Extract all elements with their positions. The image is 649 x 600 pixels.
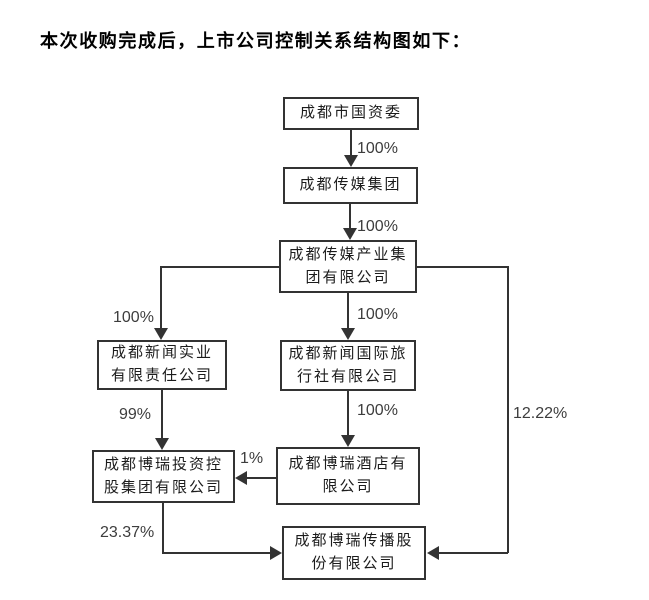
edge-line-guoziwei-to-jituan <box>350 130 352 157</box>
edge-line-shiye-to-touzi <box>161 390 163 438</box>
arrow-down-icon <box>341 328 355 340</box>
edge-line-rail-to-chuanbo <box>439 552 508 554</box>
edge-line-chanye-to-shiye <box>160 266 162 330</box>
page-title: 本次收购完成后，上市公司控制关系结构图如下： <box>40 31 472 51</box>
org-node-label: 股集团有限公司 <box>103 479 223 496</box>
org-node-label: 行社有限公司 <box>296 368 399 385</box>
org-node-label: 成都博瑞酒店有 <box>288 456 408 472</box>
arrow-down-icon <box>343 228 357 240</box>
arrow-down-icon <box>154 328 168 340</box>
arrow-left-icon <box>235 471 247 485</box>
arrow-down-icon <box>344 155 358 167</box>
org-node-label: 有限责任公司 <box>110 368 213 384</box>
org-node-borui-chuanbo: 成都博瑞传播股 份有限公司 <box>282 526 426 580</box>
org-node-label: 成都传媒产业集 <box>288 246 408 263</box>
edge-percent-label: 1% <box>240 450 264 467</box>
edge-line-touzi-to-chuanbo <box>162 552 270 554</box>
edge-percent-label: 100% <box>357 218 398 235</box>
edge-percent-label: 23.37% <box>100 524 155 541</box>
edge-line-chanye-right-exit <box>417 266 508 268</box>
edge-line-chanye-to-lvxingshe <box>347 293 349 330</box>
org-node-chengdu-chuanmei-jituan: 成都传媒集团 <box>283 167 418 204</box>
org-node-chuanmei-chanye-jituan: 成都传媒产业集 团有限公司 <box>279 240 417 293</box>
org-node-label: 成都博瑞投资控 <box>103 456 223 473</box>
edge-line-touzi-down <box>162 503 164 553</box>
org-node-label: 成都新闻实业 <box>110 345 213 361</box>
arrow-right-icon <box>270 546 282 560</box>
org-node-label: 限公司 <box>322 479 374 495</box>
edge-line-lvxingshe-to-jiudian <box>347 391 349 437</box>
arrow-left-icon <box>427 546 439 560</box>
edge-percent-label: 12.22% <box>513 405 568 422</box>
edge-percent-label: 100% <box>357 140 398 157</box>
arrow-down-icon <box>155 438 169 450</box>
org-node-label: 团有限公司 <box>305 269 391 286</box>
edge-percent-label: 100% <box>357 402 398 419</box>
edge-line-jituan-to-chanye <box>349 204 351 230</box>
edge-line-right-rail <box>507 266 509 553</box>
org-node-borui-touzi-konggu: 成都博瑞投资控 股集团有限公司 <box>92 450 235 503</box>
edge-percent-label: 100% <box>113 309 154 326</box>
org-node-xinwen-guoji-lvxingshe: 成都新闻国际旅 行社有限公司 <box>280 340 416 391</box>
org-node-label: 成都博瑞传播股 <box>294 533 414 549</box>
edge-line-chanye-left-exit <box>161 266 279 268</box>
org-node-borui-jiudian: 成都博瑞酒店有 限公司 <box>276 447 420 505</box>
org-node-label: 份有限公司 <box>311 556 397 572</box>
org-node-chengdu-guoziwei: 成都市国资委 <box>283 97 419 130</box>
org-node-label: 成都传媒集团 <box>299 177 402 193</box>
org-node-xinwen-shiye: 成都新闻实业 有限责任公司 <box>97 340 227 390</box>
edge-line-jiudian-to-touzi <box>246 477 276 479</box>
org-node-label: 成都市国资委 <box>299 105 402 121</box>
org-node-label: 成都新闻国际旅 <box>288 345 408 362</box>
edge-percent-label: 100% <box>357 306 398 323</box>
arrow-down-icon <box>341 435 355 447</box>
edge-percent-label: 99% <box>119 406 152 423</box>
